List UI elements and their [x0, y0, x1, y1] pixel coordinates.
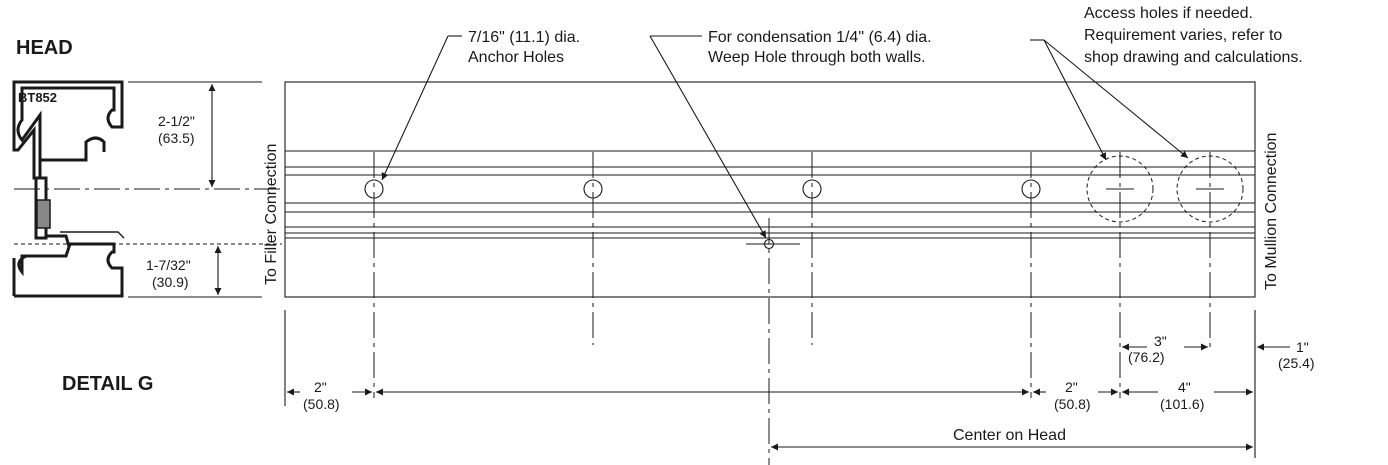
- svg-text:4": 4": [1178, 379, 1191, 395]
- profile-cross-section: BT852: [12, 80, 125, 298]
- anchor-hole: [364, 179, 384, 199]
- svg-text:(63.5): (63.5): [158, 130, 195, 146]
- dim-end-gap: 1" (25.4): [1257, 339, 1315, 371]
- profile-code: BT852: [18, 90, 57, 105]
- svg-text:Access holes if needed.: Access holes if needed.: [1084, 5, 1253, 22]
- access-holes: [1086, 155, 1244, 223]
- dim-right-anchor: 2" (50.8): [1033, 379, 1118, 412]
- dim-left-end: 2" (50.8): [287, 379, 372, 412]
- head-member-elevation: [284, 81, 1256, 298]
- dim-access-spacing: 3" (76.2): [1122, 333, 1208, 365]
- head-title: HEAD: [16, 37, 73, 59]
- dim-center-on-head: Center on Head: [771, 427, 1253, 451]
- anchor-hole: [1021, 179, 1041, 199]
- svg-text:Center on Head: Center on Head: [953, 427, 1066, 444]
- access-hole-callout: Access holes if needed. Requirement vari…: [1030, 5, 1303, 161]
- svg-text:3": 3": [1154, 333, 1167, 349]
- detail-title: DETAIL G: [62, 373, 153, 395]
- filler-connection-label: To Filler Connection: [263, 144, 280, 285]
- mullion-connection-label: To Mullion Connection: [1263, 133, 1280, 290]
- access-hole: [1176, 155, 1244, 223]
- svg-text:1-7/32": 1-7/32": [146, 257, 191, 273]
- svg-text:For condensation 1/4" (6.4) di: For condensation 1/4" (6.4) dia.: [708, 29, 932, 46]
- svg-text:2": 2": [314, 379, 327, 395]
- svg-text:7/16" (11.1) dia.: 7/16" (11.1) dia.: [468, 29, 580, 46]
- svg-text:(30.9): (30.9): [152, 274, 189, 290]
- svg-text:Weep Hole through both walls.: Weep Hole through both walls.: [708, 49, 926, 66]
- dim-access-span: 4" (101.6): [1122, 379, 1253, 412]
- svg-text:(50.8): (50.8): [1054, 396, 1091, 412]
- svg-text:(76.2): (76.2): [1128, 349, 1165, 365]
- access-hole: [1086, 155, 1154, 223]
- svg-text:(50.8): (50.8): [303, 396, 340, 412]
- anchor-hole: [583, 179, 603, 199]
- svg-text:2": 2": [1065, 379, 1078, 395]
- svg-text:Requirement varies, refer to: Requirement varies, refer to: [1084, 27, 1282, 44]
- svg-text:2-1/2": 2-1/2": [158, 113, 195, 129]
- svg-text:(101.6): (101.6): [1160, 396, 1204, 412]
- anchor-hole: [802, 179, 822, 199]
- profile-dim-upper: 2-1/2" (63.5): [158, 84, 216, 187]
- weep-hole: [746, 238, 800, 250]
- profile-dim-lower: 1-7/32" (30.9): [146, 246, 222, 295]
- svg-text:1": 1": [1296, 339, 1309, 355]
- svg-text:shop drawing and calculations.: shop drawing and calculations.: [1084, 49, 1303, 66]
- anchor-hole-callout: 7/16" (11.1) dia. Anchor Holes: [381, 29, 580, 181]
- svg-text:(25.4): (25.4): [1278, 355, 1315, 371]
- weep-hole-callout: For condensation 1/4" (6.4) dia. Weep Ho…: [649, 29, 932, 239]
- anchor-holes: [364, 179, 1041, 199]
- svg-text:Anchor Holes: Anchor Holes: [468, 49, 564, 66]
